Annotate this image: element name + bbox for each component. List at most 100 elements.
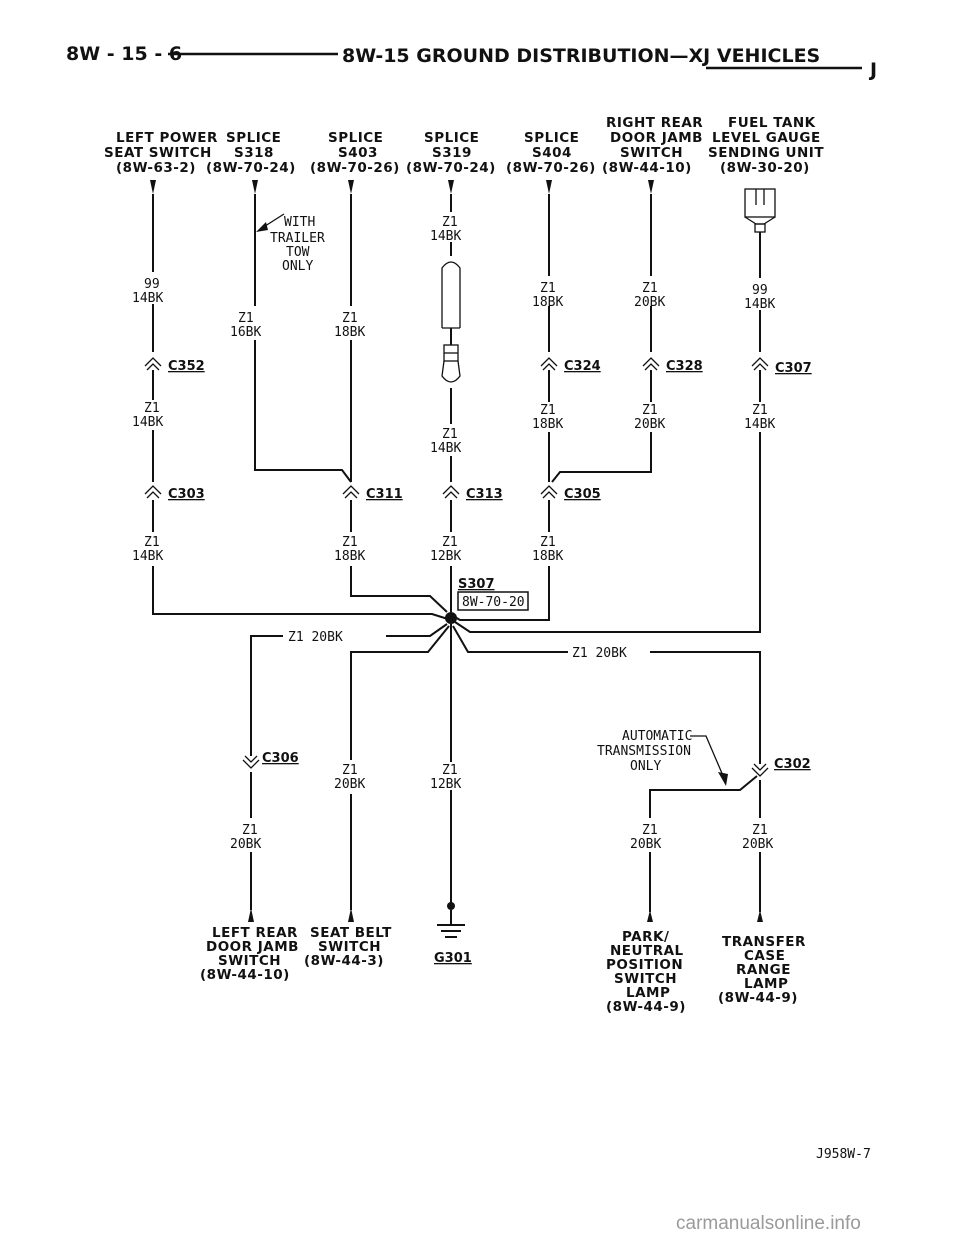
svg-text:RIGHT REAR: RIGHT REAR xyxy=(606,115,703,131)
bottom-pin-markers xyxy=(248,908,763,922)
svg-text:(8W-63-2): (8W-63-2) xyxy=(116,160,196,176)
svg-text:SEAT BELT: SEAT BELT xyxy=(310,925,392,941)
svg-text:Z1: Z1 xyxy=(540,281,556,296)
svg-text:Z1: Z1 xyxy=(144,401,160,416)
wire-labels: 99 14BK Z1 16BK Z1 18BK Z1 14BK Z1 18BK … xyxy=(132,215,775,852)
svg-text:Z1: Z1 xyxy=(752,823,768,838)
svg-text:S318: S318 xyxy=(234,145,274,161)
section-letter: J xyxy=(868,59,877,81)
svg-text:S403: S403 xyxy=(338,145,378,161)
svg-text:Z1: Z1 xyxy=(242,823,258,838)
svg-text:Z1: Z1 xyxy=(540,535,556,550)
svg-text:TOW: TOW xyxy=(286,245,310,260)
figure-id: J958W-7 xyxy=(816,1147,871,1162)
svg-text:20BK: 20BK xyxy=(634,295,665,310)
svg-text:G301: G301 xyxy=(434,951,472,966)
trailer-note-pointer xyxy=(256,213,285,232)
connector-c313: C313 xyxy=(466,487,503,502)
connector-symbols xyxy=(144,357,769,777)
svg-text:Z1: Z1 xyxy=(342,535,358,550)
connector-c302: C302 xyxy=(774,757,811,772)
svg-text:PARK/: PARK/ xyxy=(622,929,669,945)
svg-text:(8W-70-26): (8W-70-26) xyxy=(310,160,400,176)
svg-text:RANGE: RANGE xyxy=(736,962,791,978)
top-pin-markers xyxy=(150,180,654,194)
svg-text:SPLICE: SPLICE xyxy=(524,130,579,146)
svg-text:S404: S404 xyxy=(532,145,572,161)
svg-text:ONLY: ONLY xyxy=(282,259,313,274)
connector-c324: C324 xyxy=(564,359,601,374)
svg-text:Z1: Z1 xyxy=(642,403,658,418)
ground-icon xyxy=(437,902,465,938)
svg-text:18BK: 18BK xyxy=(532,417,563,432)
svg-text:SPLICE: SPLICE xyxy=(424,130,479,146)
svg-text:FUEL TANK: FUEL TANK xyxy=(728,115,816,131)
svg-text:20BK: 20BK xyxy=(742,837,773,852)
fuel-sender-connector-icon xyxy=(744,188,776,233)
connector-c303: C303 xyxy=(168,487,205,502)
svg-text:Z1: Z1 xyxy=(442,763,458,778)
svg-text:WITH: WITH xyxy=(284,215,315,230)
svg-text:Z1: Z1 xyxy=(238,311,254,326)
connector-c307: C307 xyxy=(775,361,812,376)
svg-text:Z1: Z1 xyxy=(442,215,458,230)
svg-text:18BK: 18BK xyxy=(532,295,563,310)
svg-text:AUTOMATIC: AUTOMATIC xyxy=(622,729,692,744)
svg-text:99: 99 xyxy=(144,277,160,292)
label-splice-s403: SPLICE S403 (8W-70-26) xyxy=(310,130,400,176)
svg-text:14BK: 14BK xyxy=(430,229,461,244)
svg-text:Z1: Z1 xyxy=(342,763,358,778)
svg-text:(8W-44-9): (8W-44-9) xyxy=(718,990,798,1006)
svg-text:18BK: 18BK xyxy=(532,549,563,564)
svg-text:TRANSMISSION: TRANSMISSION xyxy=(597,744,691,759)
connector-c311: C311 xyxy=(366,487,403,502)
svg-text:LAMP: LAMP xyxy=(626,985,670,1001)
svg-text:SPLICE: SPLICE xyxy=(226,130,281,146)
auto-note-pointer xyxy=(690,735,728,786)
connector-c305: C305 xyxy=(564,487,601,502)
svg-text:Z1 20BK: Z1 20BK xyxy=(288,630,343,645)
svg-text:CASE: CASE xyxy=(744,948,785,964)
connector-c328: C328 xyxy=(666,359,703,374)
svg-text:LEFT REAR: LEFT REAR xyxy=(212,925,298,941)
svg-text:S319: S319 xyxy=(432,145,472,161)
label-park-neutral-position-switch-lamp: PARK/ NEUTRAL POSITION SWITCH LAMP (8W-4… xyxy=(606,929,686,1015)
svg-text:Z1: Z1 xyxy=(442,427,458,442)
svg-text:20BK: 20BK xyxy=(634,417,665,432)
svg-text:TRAILER: TRAILER xyxy=(270,231,325,246)
svg-text:(8W-44-10): (8W-44-10) xyxy=(602,160,692,176)
connector-c352: C352 xyxy=(168,359,205,374)
svg-text:ONLY: ONLY xyxy=(630,759,661,774)
svg-text:(8W-44-9): (8W-44-9) xyxy=(606,999,686,1015)
svg-text:20BK: 20BK xyxy=(630,837,661,852)
svg-text:(8W-44-3): (8W-44-3) xyxy=(304,953,384,969)
svg-text:14BK: 14BK xyxy=(744,297,775,312)
page-title: 8W-15 GROUND DISTRIBUTION—XJ VEHICLES xyxy=(342,45,820,67)
svg-text:SWITCH: SWITCH xyxy=(318,939,381,955)
svg-text:12BK: 12BK xyxy=(430,549,461,564)
label-right-rear-door-jamb-switch: RIGHT REAR DOOR JAMB SWITCH (8W-44-10) xyxy=(602,115,703,176)
svg-text:14BK: 14BK xyxy=(132,549,163,564)
svg-text:NEUTRAL: NEUTRAL xyxy=(610,943,684,959)
svg-text:Z1: Z1 xyxy=(642,281,658,296)
watermark: carmanualsonline.info xyxy=(676,1213,861,1234)
label-splice-s404: SPLICE S404 (8W-70-26) xyxy=(506,130,595,176)
svg-text:Z1: Z1 xyxy=(144,535,160,550)
svg-text:SENDING UNIT: SENDING UNIT xyxy=(708,145,824,161)
page-number: 8W - 15 - 6 xyxy=(66,43,182,65)
svg-text:Z1 20BK: Z1 20BK xyxy=(572,646,627,661)
svg-text:(8W-70-24): (8W-70-24) xyxy=(406,160,496,176)
trunk-wires xyxy=(152,194,761,912)
svg-text:16BK: 16BK xyxy=(230,325,261,340)
connector-labels: C352 C303 C311 C313 C305 C324 C328 C307 … xyxy=(168,359,812,772)
svg-text:S307: S307 xyxy=(458,577,495,592)
label-ground-g301: G301 xyxy=(434,951,472,966)
svg-text:18BK: 18BK xyxy=(334,549,365,564)
automatic-transmission-note: AUTOMATIC TRANSMISSION ONLY xyxy=(597,729,692,774)
svg-text:20BK: 20BK xyxy=(334,777,365,792)
svg-text:(8W-70-24): (8W-70-24) xyxy=(206,160,296,176)
svg-text:18BK: 18BK xyxy=(334,325,365,340)
svg-text:14BK: 14BK xyxy=(430,441,461,456)
